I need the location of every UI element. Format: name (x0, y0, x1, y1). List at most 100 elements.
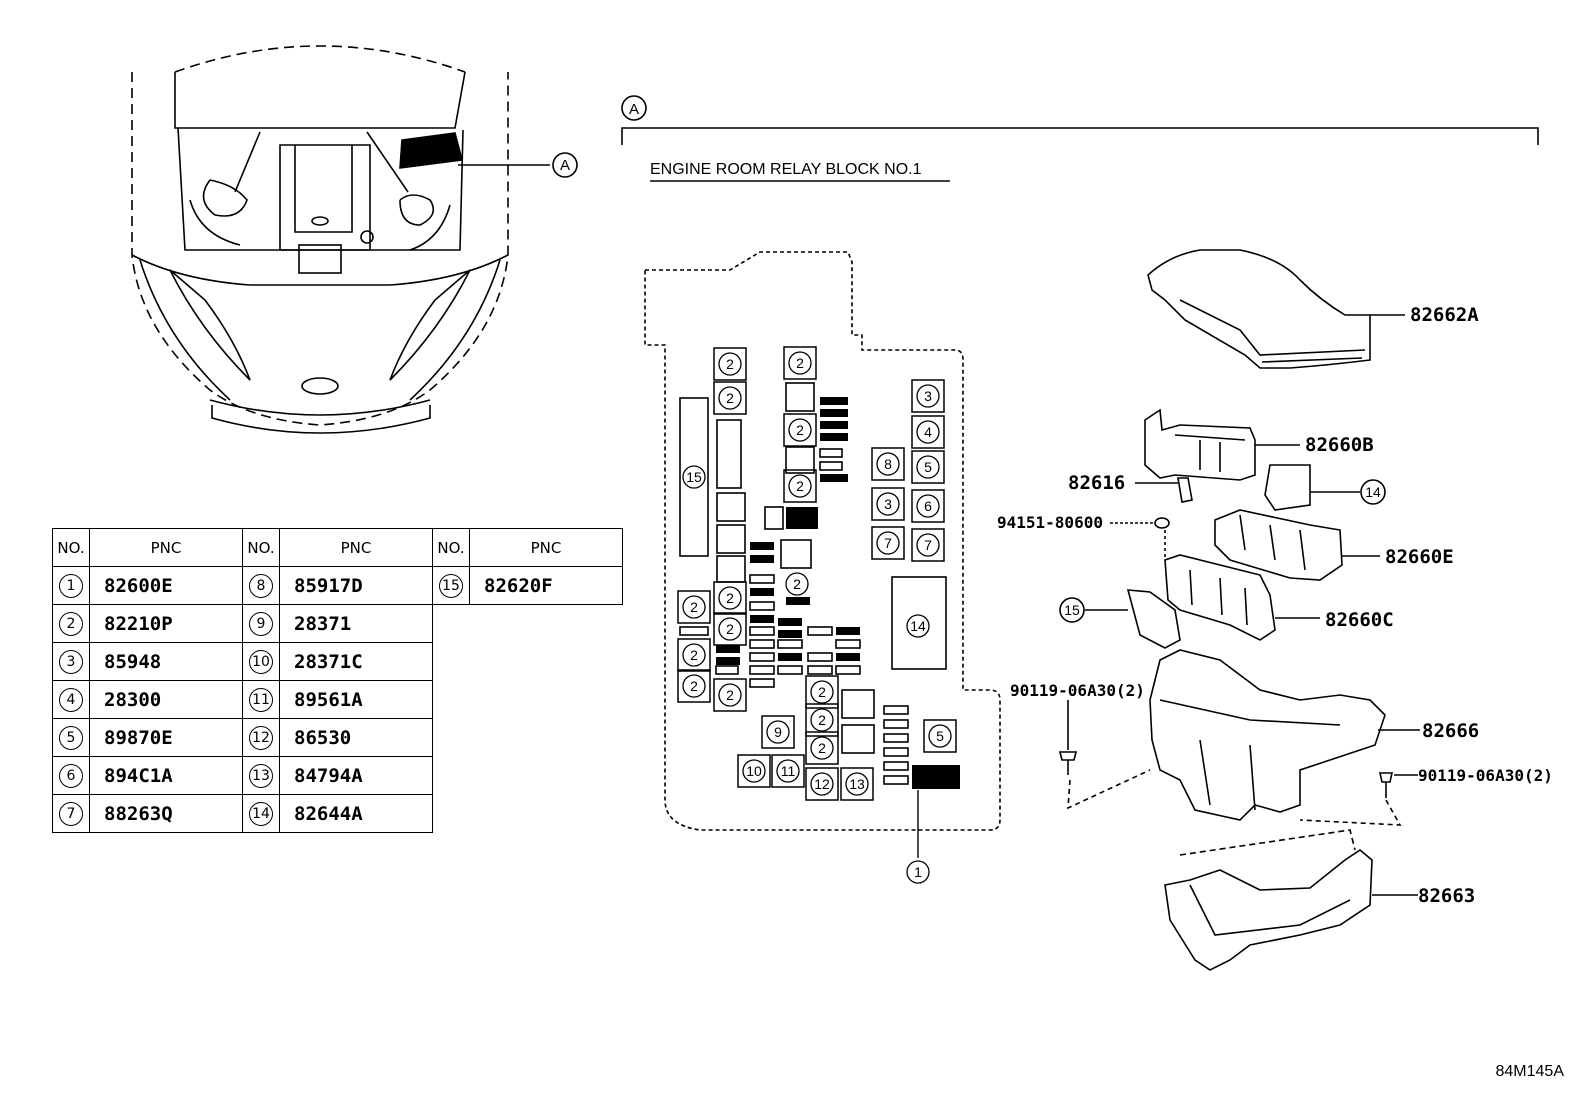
item-number-circle: 5 (59, 726, 83, 750)
callout-box (871, 526, 905, 560)
callout-circle (742, 759, 766, 783)
part-number: 82600E (89, 566, 243, 605)
item-number-circle: 11 (249, 688, 273, 712)
header-no-1: NO. (52, 528, 90, 567)
callout-2: 2 (796, 422, 804, 438)
diagram-code: 84M145A (1495, 1063, 1565, 1080)
callout-circle (916, 384, 940, 408)
label-82660E: 82660E (1385, 546, 1454, 568)
part-number: 28371C (279, 642, 433, 681)
callout-circle (916, 494, 940, 518)
callout-box (871, 487, 905, 521)
pnc-table-header: NO. PNC NO. PNC NO. PNC (52, 528, 623, 567)
header-pnc-3: PNC (469, 528, 623, 567)
callout-circle (916, 455, 940, 479)
callout-circle (916, 420, 940, 444)
item-number: 1 (52, 566, 90, 605)
callout-10: 10 (746, 763, 762, 779)
callout-circle (718, 617, 742, 641)
item-number: 6 (52, 756, 90, 795)
part-number: 82644A (279, 794, 433, 833)
callout-6: 6 (924, 498, 932, 514)
part-number: 82210P (89, 604, 243, 643)
part-number: 28300 (89, 680, 243, 719)
callout-2: 2 (690, 599, 698, 615)
item-number-circle: 13 (249, 764, 273, 788)
callout-circle (876, 452, 900, 476)
callout-box (783, 469, 817, 503)
item-number: 2 (52, 604, 90, 643)
label-82662A: 82662A (1410, 304, 1479, 326)
callout-circle (718, 352, 742, 376)
item-number: 13 (242, 756, 280, 795)
item-number-circle: 12 (249, 726, 273, 750)
callout-box (911, 450, 945, 484)
callout-circle (776, 759, 800, 783)
label-82666: 82666 (1422, 720, 1479, 742)
callout-box (805, 731, 839, 765)
item-number: 15 (432, 566, 470, 605)
header-no-3: NO. (432, 528, 470, 567)
callout-circle (788, 351, 812, 375)
callout-box (761, 715, 795, 749)
part-number: 88263Q (89, 794, 243, 833)
callout-box (923, 719, 957, 753)
callout-circle (682, 465, 706, 489)
part-number: 86530 (279, 718, 433, 757)
callout-circle (810, 680, 834, 704)
item-number: 10 (242, 642, 280, 681)
label-bolt-right: 90119-06A30(2) (1418, 766, 1553, 785)
label-bolt-left: 90119-06A30(2) (1010, 681, 1145, 700)
callout-box (737, 754, 771, 788)
item-number: 5 (52, 718, 90, 757)
item-number-circle: 3 (59, 650, 83, 674)
callout-box (911, 415, 945, 449)
callout-circle (810, 736, 834, 760)
callout-circle (788, 474, 812, 498)
callout-box (783, 346, 817, 380)
callout-box (713, 678, 747, 712)
callout-5: 5 (924, 459, 932, 475)
callout-2: 2 (726, 590, 734, 606)
item-number-circle: 2 (59, 612, 83, 636)
view-marker-locator: A (560, 157, 570, 174)
item-number-circle: 4 (59, 688, 83, 712)
callout-14-exploded: 14 (1365, 484, 1381, 500)
callout-2: 2 (726, 356, 734, 372)
callout-2: 2 (796, 478, 804, 494)
callout-2: 2 (726, 687, 734, 703)
callout-circle (788, 418, 812, 442)
item-number-circle: 1 (59, 574, 83, 598)
relay-block-layout (644, 251, 1001, 831)
part-number: 28371 (279, 604, 433, 643)
label-82616: 82616 (1068, 472, 1125, 494)
callout-11: 11 (781, 763, 796, 779)
callout-box (805, 675, 839, 709)
callout-box (911, 489, 945, 523)
callout-circle (718, 586, 742, 610)
header-pnc-2: PNC (279, 528, 433, 567)
callout-box (911, 528, 945, 562)
callout-circle (785, 572, 809, 596)
callout-box (713, 581, 747, 615)
item-number-circle: 9 (249, 612, 273, 636)
item-number: 11 (242, 680, 280, 719)
callout-circle (718, 683, 742, 707)
callout-12: 12 (814, 776, 830, 792)
callout-7: 7 (924, 537, 932, 553)
part-number: 85948 (89, 642, 243, 681)
callout-circle (810, 772, 834, 796)
callout-2: 2 (818, 684, 826, 700)
callout-2: 2 (818, 712, 826, 728)
callout-2: 2 (726, 621, 734, 637)
callout-5: 5 (936, 728, 944, 744)
callout-2: 2 (818, 740, 826, 756)
